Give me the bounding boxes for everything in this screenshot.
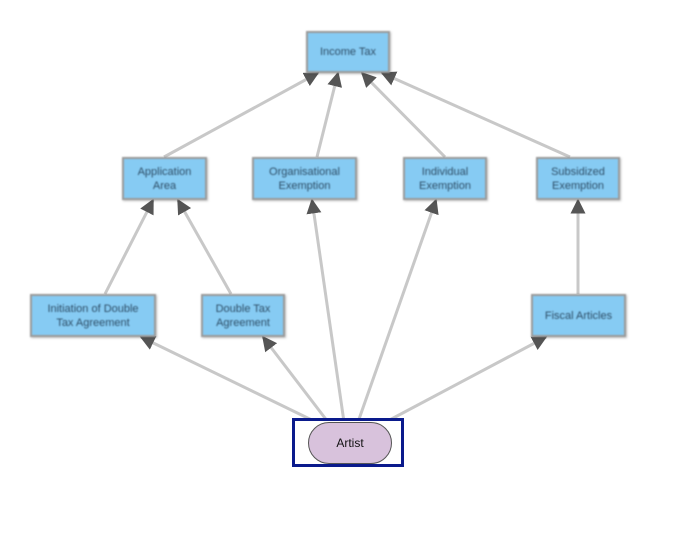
edge-artist-to-fiscal-articles [381,335,548,426]
edge-individual-exemption-to-income-tax [360,71,447,159]
node-application-area[interactable]: Application Area [122,157,207,200]
edge-double-tax-agreement-to-application-area [176,198,233,295]
node-artist[interactable]: Artist [308,422,392,464]
node-income-tax[interactable]: Income Tax [306,31,390,73]
edge-subsidized-exemption-to-income-tax [380,71,571,159]
node-double-tax-agreement[interactable]: Double Tax Agreement [201,294,285,337]
edge-artist-to-double-tax-agreement [261,335,330,423]
edge-artist-to-initiation-double-tax [139,335,321,426]
node-initiation-double-tax[interactable]: Initiation of Double Tax Agreement [30,294,156,337]
edge-organisational-exemption-to-income-tax [315,71,343,158]
edge-artist-to-organisational-exemption [306,198,346,423]
edge-initiation-double-tax-to-application-area [103,198,155,295]
node-individual-exemption[interactable]: Individual Exemption [403,157,487,200]
node-fiscal-articles[interactable]: Fiscal Articles [531,294,626,337]
edge-artist-to-individual-exemption [356,198,439,423]
node-subsidized-exemption[interactable]: Subsidized Exemption [536,157,620,200]
node-organisational-exemption[interactable]: Organisational Exemption [252,157,357,200]
edge-application-area-to-income-tax [163,71,320,159]
